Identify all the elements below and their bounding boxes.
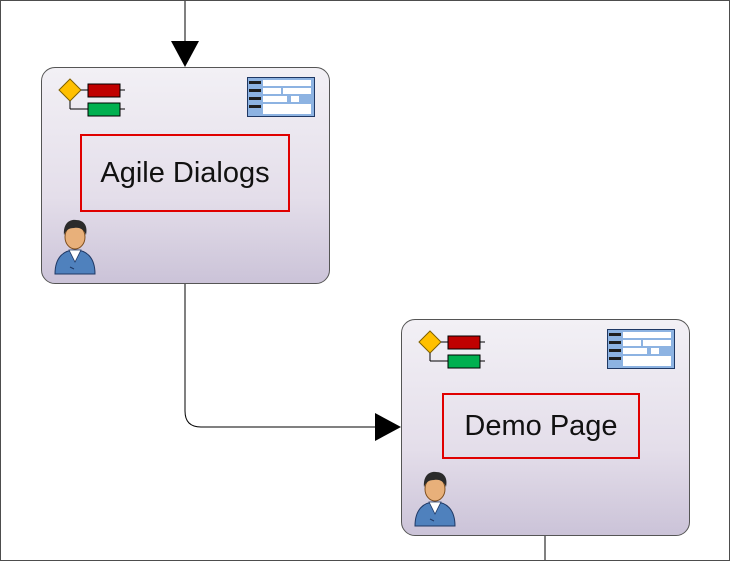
decision-diamond-icon [58, 78, 125, 117]
node-title: Agile Dialogs [100, 156, 270, 189]
user-icon [54, 219, 96, 275]
form-icon [247, 77, 315, 117]
form-icon [607, 329, 675, 369]
node-title-box[interactable]: Agile Dialogs [80, 134, 290, 212]
node-agile-dialogs[interactable]: Agile Dialogs [41, 67, 330, 284]
node-demo-page[interactable]: Demo Page [401, 319, 690, 536]
arrow-head-right-icon [375, 413, 401, 441]
node-title-box[interactable]: Demo Page [442, 393, 640, 459]
connector-incoming [171, 1, 199, 67]
arrow-head-down-icon [171, 41, 199, 67]
node-title: Demo Page [464, 409, 618, 442]
user-icon [414, 471, 456, 527]
decision-diamond-icon [418, 330, 485, 369]
connector-agile-to-demo [184, 284, 401, 441]
